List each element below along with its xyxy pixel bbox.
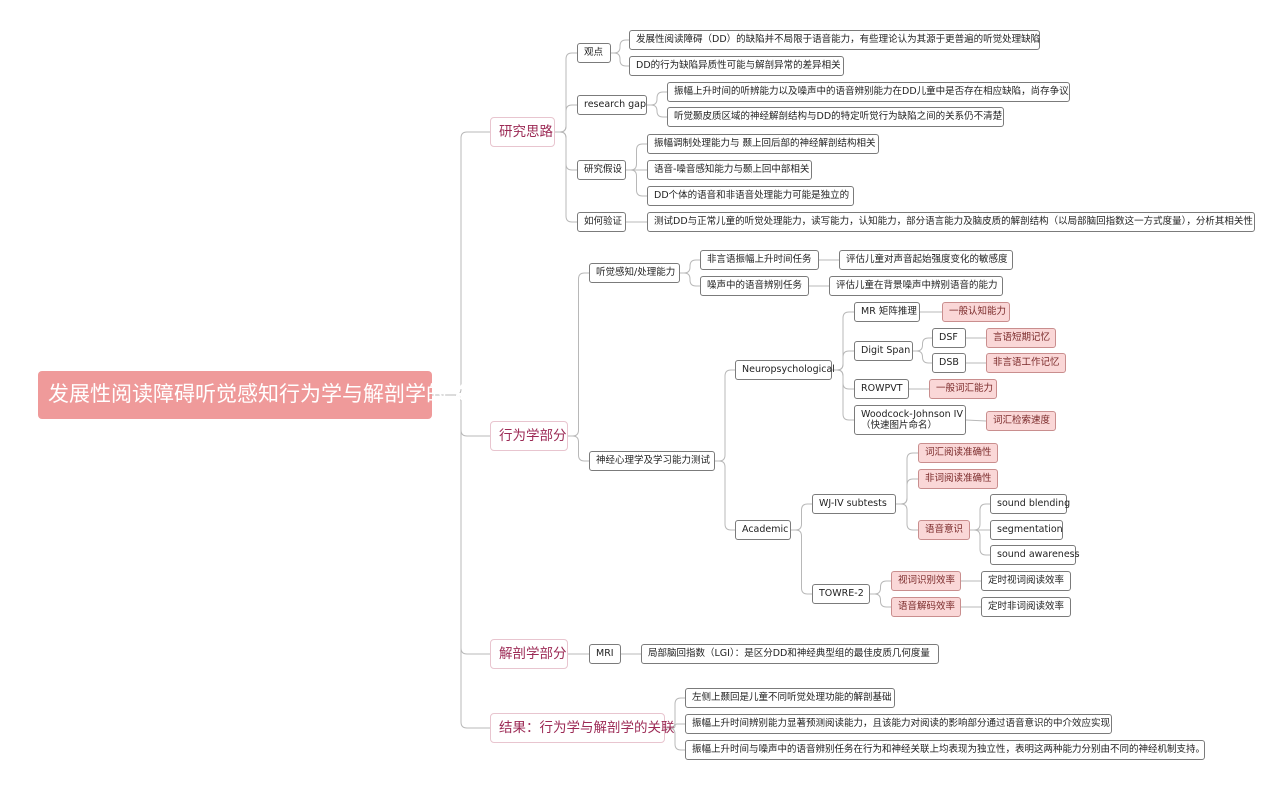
result-item[interactable]: 左侧上颞回是儿童不同听觉处理功能的解剖基础 bbox=[685, 688, 895, 708]
connector-line bbox=[896, 478, 918, 505]
sound-awareness-node[interactable]: sound awareness bbox=[990, 545, 1080, 565]
connector-line bbox=[647, 91, 667, 106]
connector-line bbox=[626, 143, 647, 171]
mr-node[interactable]: MR 矩阵推理 bbox=[854, 302, 920, 322]
phonological-awareness-tag[interactable]: 语音意识 bbox=[918, 520, 970, 540]
branch-research-idea[interactable]: 研究思路 bbox=[490, 117, 555, 147]
dsf-node[interactable]: DSF bbox=[932, 328, 966, 348]
word-accuracy-tag[interactable]: 词汇阅读准确性 bbox=[918, 443, 998, 463]
wj-title: Woodcock-Johnson IV bbox=[861, 408, 963, 420]
connector-line bbox=[680, 272, 700, 287]
research-gap-item[interactable]: 振幅上升时间的听辨能力以及噪声中的语音辨别能力在DD儿童中是否存在相应缺陷，尚存… bbox=[667, 82, 1070, 102]
connector-line bbox=[665, 727, 685, 751]
decoding-tag[interactable]: 语音解码效率 bbox=[891, 597, 961, 617]
task-node[interactable]: 非言语振幅上升时间任务 bbox=[700, 250, 819, 270]
verification-item[interactable]: 测试DD与正常儿童的听觉处理能力，读写能力，认知能力，部分语言能力及脑皮质的解剖… bbox=[647, 212, 1255, 232]
working-memory-tag[interactable]: 非言语工作记忆 bbox=[986, 353, 1066, 373]
viewpoint-item[interactable]: 发展性阅读障碍（DD）的缺陷并不局限于语音能力，有些理论认为其源于更普遍的听觉处… bbox=[629, 30, 1040, 50]
hypothesis-item[interactable]: 语音-噪音感知能力与颞上回中部相关 bbox=[647, 160, 812, 180]
root-topic[interactable]: 发展性阅读障碍听觉感知行为学与解剖学的关联 bbox=[38, 371, 489, 419]
branch-anatomy[interactable]: 解剖学部分 bbox=[490, 639, 568, 669]
connector-line bbox=[896, 503, 918, 531]
connector-line bbox=[832, 350, 854, 371]
connector-line bbox=[970, 529, 990, 556]
sound-blending-node[interactable]: sound blending bbox=[990, 494, 1070, 514]
hypothesis-node[interactable]: 研究假设 bbox=[577, 160, 626, 180]
sight-word-tag[interactable]: 视词识别效率 bbox=[891, 571, 961, 591]
connector-line bbox=[870, 593, 891, 608]
digit-span-node[interactable]: Digit Span bbox=[854, 341, 913, 361]
branch-behavior[interactable]: 行为学部分 bbox=[490, 421, 568, 451]
segmentation-node[interactable]: segmentation bbox=[990, 520, 1063, 540]
connector-line bbox=[680, 259, 700, 274]
connector-line bbox=[568, 435, 589, 462]
auditory-processing-node[interactable]: 听觉感知/处理能力 bbox=[589, 263, 680, 283]
task-description[interactable]: 评估儿童在背景噪声中辨别语音的能力 bbox=[829, 276, 1003, 296]
research-gap-item[interactable]: 听觉颞皮质区域的神经解剖结构与DD的特定听觉行为缺陷之间的关系仍不清楚 bbox=[667, 107, 1004, 127]
result-item[interactable]: 振幅上升时间与噪声中的语音辨别任务在行为和神经关联上均表现为独立性，表明这两种能… bbox=[685, 740, 1205, 760]
retrieval-speed-tag[interactable]: 词汇检索速度 bbox=[986, 411, 1056, 431]
research-gap-node[interactable]: research gap bbox=[577, 95, 647, 115]
connector-line bbox=[913, 337, 932, 352]
decoding-desc[interactable]: 定时非词阅读效率 bbox=[981, 597, 1071, 617]
wj-subtitle: （快速图片命名） bbox=[861, 420, 938, 431]
cognition-tag[interactable]: 一般认知能力 bbox=[942, 302, 1010, 322]
result-item[interactable]: 振幅上升时间辨别能力显著预测阅读能力，且该能力对阅读的影响部分通过语音意识的中介… bbox=[685, 714, 1112, 734]
dsb-node[interactable]: DSB bbox=[932, 353, 966, 373]
connector-line bbox=[555, 131, 577, 223]
connector-line bbox=[870, 580, 891, 595]
connector-line bbox=[913, 350, 932, 364]
sight-word-desc[interactable]: 定时视词阅读效率 bbox=[981, 571, 1071, 591]
academic-node[interactable]: Academic bbox=[735, 520, 791, 540]
connector-line bbox=[626, 169, 647, 197]
vocabulary-tag[interactable]: 一般词汇能力 bbox=[929, 379, 997, 399]
connector-line bbox=[715, 460, 735, 531]
connector-line bbox=[432, 131, 490, 396]
mri-node[interactable]: MRI bbox=[589, 644, 621, 664]
hypothesis-item[interactable]: DD个体的语音和非语音处理能力可能是独立的 bbox=[647, 186, 854, 206]
viewpoint-node[interactable]: 观点 bbox=[577, 43, 611, 63]
connector-line bbox=[647, 104, 667, 118]
mri-description[interactable]: 局部脑回指数（LGI）：是区分DD和神经典型组的最佳皮质几何度量 bbox=[641, 644, 939, 664]
verification-node[interactable]: 如何验证 bbox=[577, 212, 626, 232]
viewpoint-item[interactable]: DD的行为缺陷异质性可能与解剖异常的差异相关 bbox=[629, 56, 844, 76]
memory-tag[interactable]: 言语短期记忆 bbox=[986, 328, 1056, 348]
connector-line bbox=[432, 394, 490, 729]
neuro-tests-node[interactable]: 神经心理学及学习能力测试 bbox=[589, 451, 715, 471]
nonword-accuracy-tag[interactable]: 非词阅读准确性 bbox=[918, 469, 998, 489]
connector-line bbox=[965, 419, 987, 422]
neuropsychological-node[interactable]: Neuropsychological bbox=[735, 360, 835, 380]
task-description[interactable]: 评估儿童对声音起始强度变化的敏感度 bbox=[839, 250, 1013, 270]
connector-line bbox=[832, 369, 854, 421]
connector-line bbox=[791, 503, 812, 531]
connector-line bbox=[715, 369, 735, 462]
connector-line bbox=[970, 503, 990, 531]
connector-line bbox=[665, 723, 685, 729]
connector-line bbox=[611, 52, 629, 67]
woodcock-johnson-node[interactable]: Woodcock-Johnson IV （快速图片命名） bbox=[854, 405, 966, 435]
connector-line bbox=[555, 104, 577, 133]
connector-line bbox=[611, 39, 629, 54]
branch-results[interactable]: 结果：行为学与解剖学的关联 bbox=[490, 713, 675, 743]
task-node[interactable]: 噪声中的语音辨别任务 bbox=[700, 276, 809, 296]
rowpvt-node[interactable]: ROWPVT bbox=[854, 379, 909, 399]
wj-iv-subtests-node[interactable]: WJ-IV subtests bbox=[812, 494, 896, 514]
hypothesis-item[interactable]: 振幅调制处理能力与 颞上回后部的神经解剖结构相关 bbox=[647, 134, 879, 154]
connector-line bbox=[791, 529, 812, 595]
connector-line bbox=[568, 272, 589, 437]
towre-node[interactable]: TOWRE-2 bbox=[812, 584, 870, 604]
